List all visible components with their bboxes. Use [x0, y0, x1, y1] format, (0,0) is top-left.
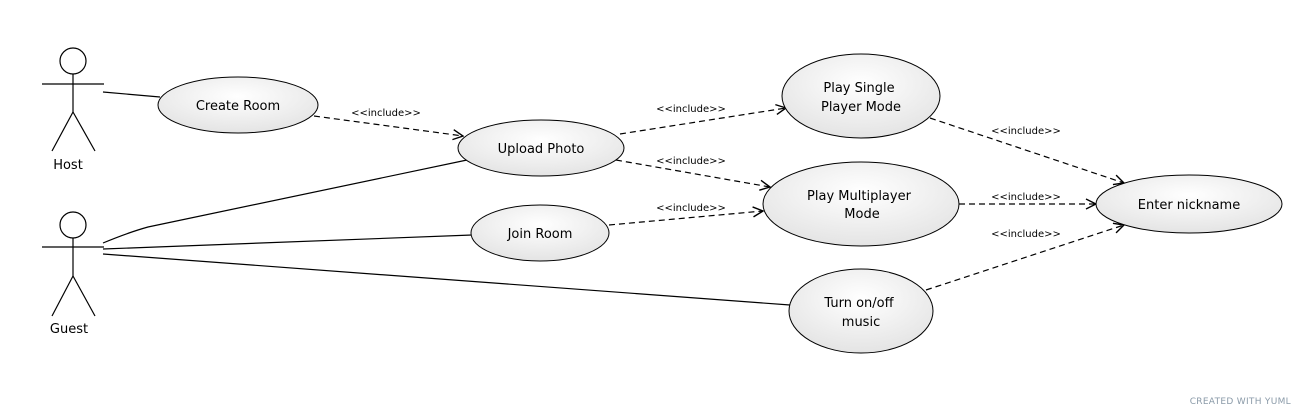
association-guest-music	[102, 253, 791, 306]
use-case-label: Create Room	[196, 99, 280, 114]
use-case-join-room[interactable]: Join Room	[470, 204, 610, 262]
include-music-nickname	[925, 225, 1124, 291]
use-case-enter-nickname[interactable]: Enter nickname	[1095, 174, 1283, 234]
use-case-label: Upload Photo	[498, 142, 585, 157]
actor-host[interactable]: Host	[42, 47, 104, 173]
actor-label: Host	[53, 158, 83, 173]
actor-guest[interactable]: Guest	[42, 211, 104, 337]
association-guest-join-room	[102, 234, 473, 250]
include-label: <<include>>	[656, 156, 726, 167]
include-label: <<include>>	[991, 126, 1061, 137]
use-case-label: Join Room	[507, 227, 573, 242]
use-case-label-line1: Play Multiplayer	[807, 189, 912, 204]
include-dependencies	[313, 108, 1124, 291]
actor-label: Guest	[50, 322, 88, 337]
include-play-single-nickname	[929, 117, 1124, 183]
include-label: <<include>>	[991, 192, 1061, 203]
include-create-room-upload-photo	[313, 115, 463, 136]
use-case-label-line2: Player Mode	[821, 100, 901, 115]
include-label: <<include>>	[656, 203, 726, 214]
stick-figure-icon	[42, 211, 104, 317]
use-case-label: Enter nickname	[1138, 198, 1240, 213]
association-host-create-room	[102, 91, 161, 98]
use-case-label-line2: Mode	[844, 207, 879, 222]
use-case-label-line2: music	[842, 315, 880, 330]
use-case-turn-on-off-music[interactable]: Turn on/off music	[788, 268, 934, 354]
associations	[102, 91, 791, 306]
stick-figure-icon	[42, 47, 104, 152]
use-case-label-line1: Play Single	[823, 81, 894, 96]
include-label: <<include>>	[351, 108, 421, 119]
include-labels: <<include>> <<include>> <<include>> <<in…	[351, 104, 1061, 240]
include-join-room-play-multi	[608, 211, 763, 226]
footer-watermark: CREATED WITH YUML	[1190, 397, 1291, 407]
use-case-play-multiplayer[interactable]: Play Multiplayer Mode	[762, 161, 960, 247]
association-guest-upload-photo	[102, 159, 468, 244]
include-label: <<include>>	[991, 229, 1061, 240]
include-upload-photo-play-multi	[615, 159, 770, 187]
include-upload-photo-play-single	[619, 108, 786, 135]
include-label: <<include>>	[656, 104, 726, 115]
use-case-upload-photo[interactable]: Upload Photo	[457, 119, 625, 177]
use-case-create-room[interactable]: Create Room	[157, 76, 319, 134]
use-case-play-single-player[interactable]: Play Single Player Mode	[781, 53, 941, 139]
use-case-label-line1: Turn on/off	[823, 296, 894, 311]
